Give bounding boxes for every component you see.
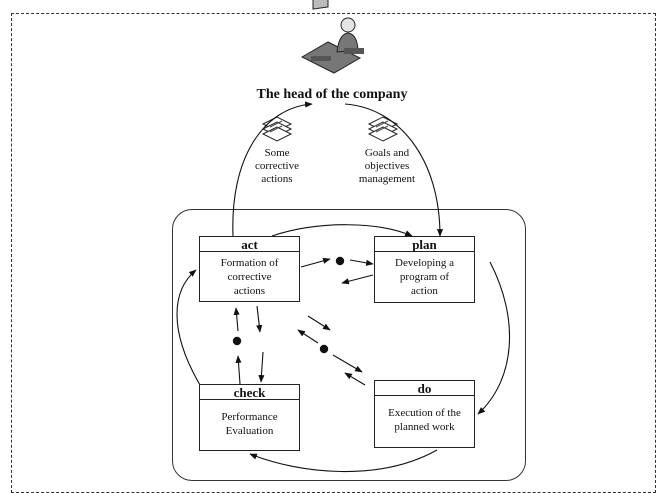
stage-plan-label: plan xyxy=(375,237,474,252)
document-stack-icon xyxy=(367,116,399,142)
right-doc-caption: Goals and objectives management xyxy=(358,147,416,185)
stage-act-label: act xyxy=(200,237,299,252)
left-doc-caption: Some corrective actions xyxy=(255,147,299,185)
stage-plan: plan Developing a program of action xyxy=(374,236,475,303)
document-stack-icon xyxy=(261,116,293,142)
stage-do: do Execution of the planned work xyxy=(374,380,475,448)
junction-dot xyxy=(232,336,242,346)
junction-dot xyxy=(335,256,345,266)
stage-do-text: Execution of the planned work xyxy=(388,407,461,433)
stage-act-text: Formation of corrective actions xyxy=(220,257,279,297)
stage-plan-text: Developing a program of action xyxy=(395,257,454,297)
stage-act: act Formation of corrective actions xyxy=(199,236,300,302)
stage-check: check Performance Evaluation xyxy=(199,384,300,451)
pdca-cycle-panel xyxy=(172,209,526,481)
manager-at-computer-icon xyxy=(300,0,364,74)
stage-check-label: check xyxy=(200,385,299,400)
page-title: The head of the company xyxy=(256,87,408,102)
stage-check-text: Performance Evaluation xyxy=(221,411,278,437)
junction-dot xyxy=(319,344,329,354)
stage-do-label: do xyxy=(375,381,474,396)
